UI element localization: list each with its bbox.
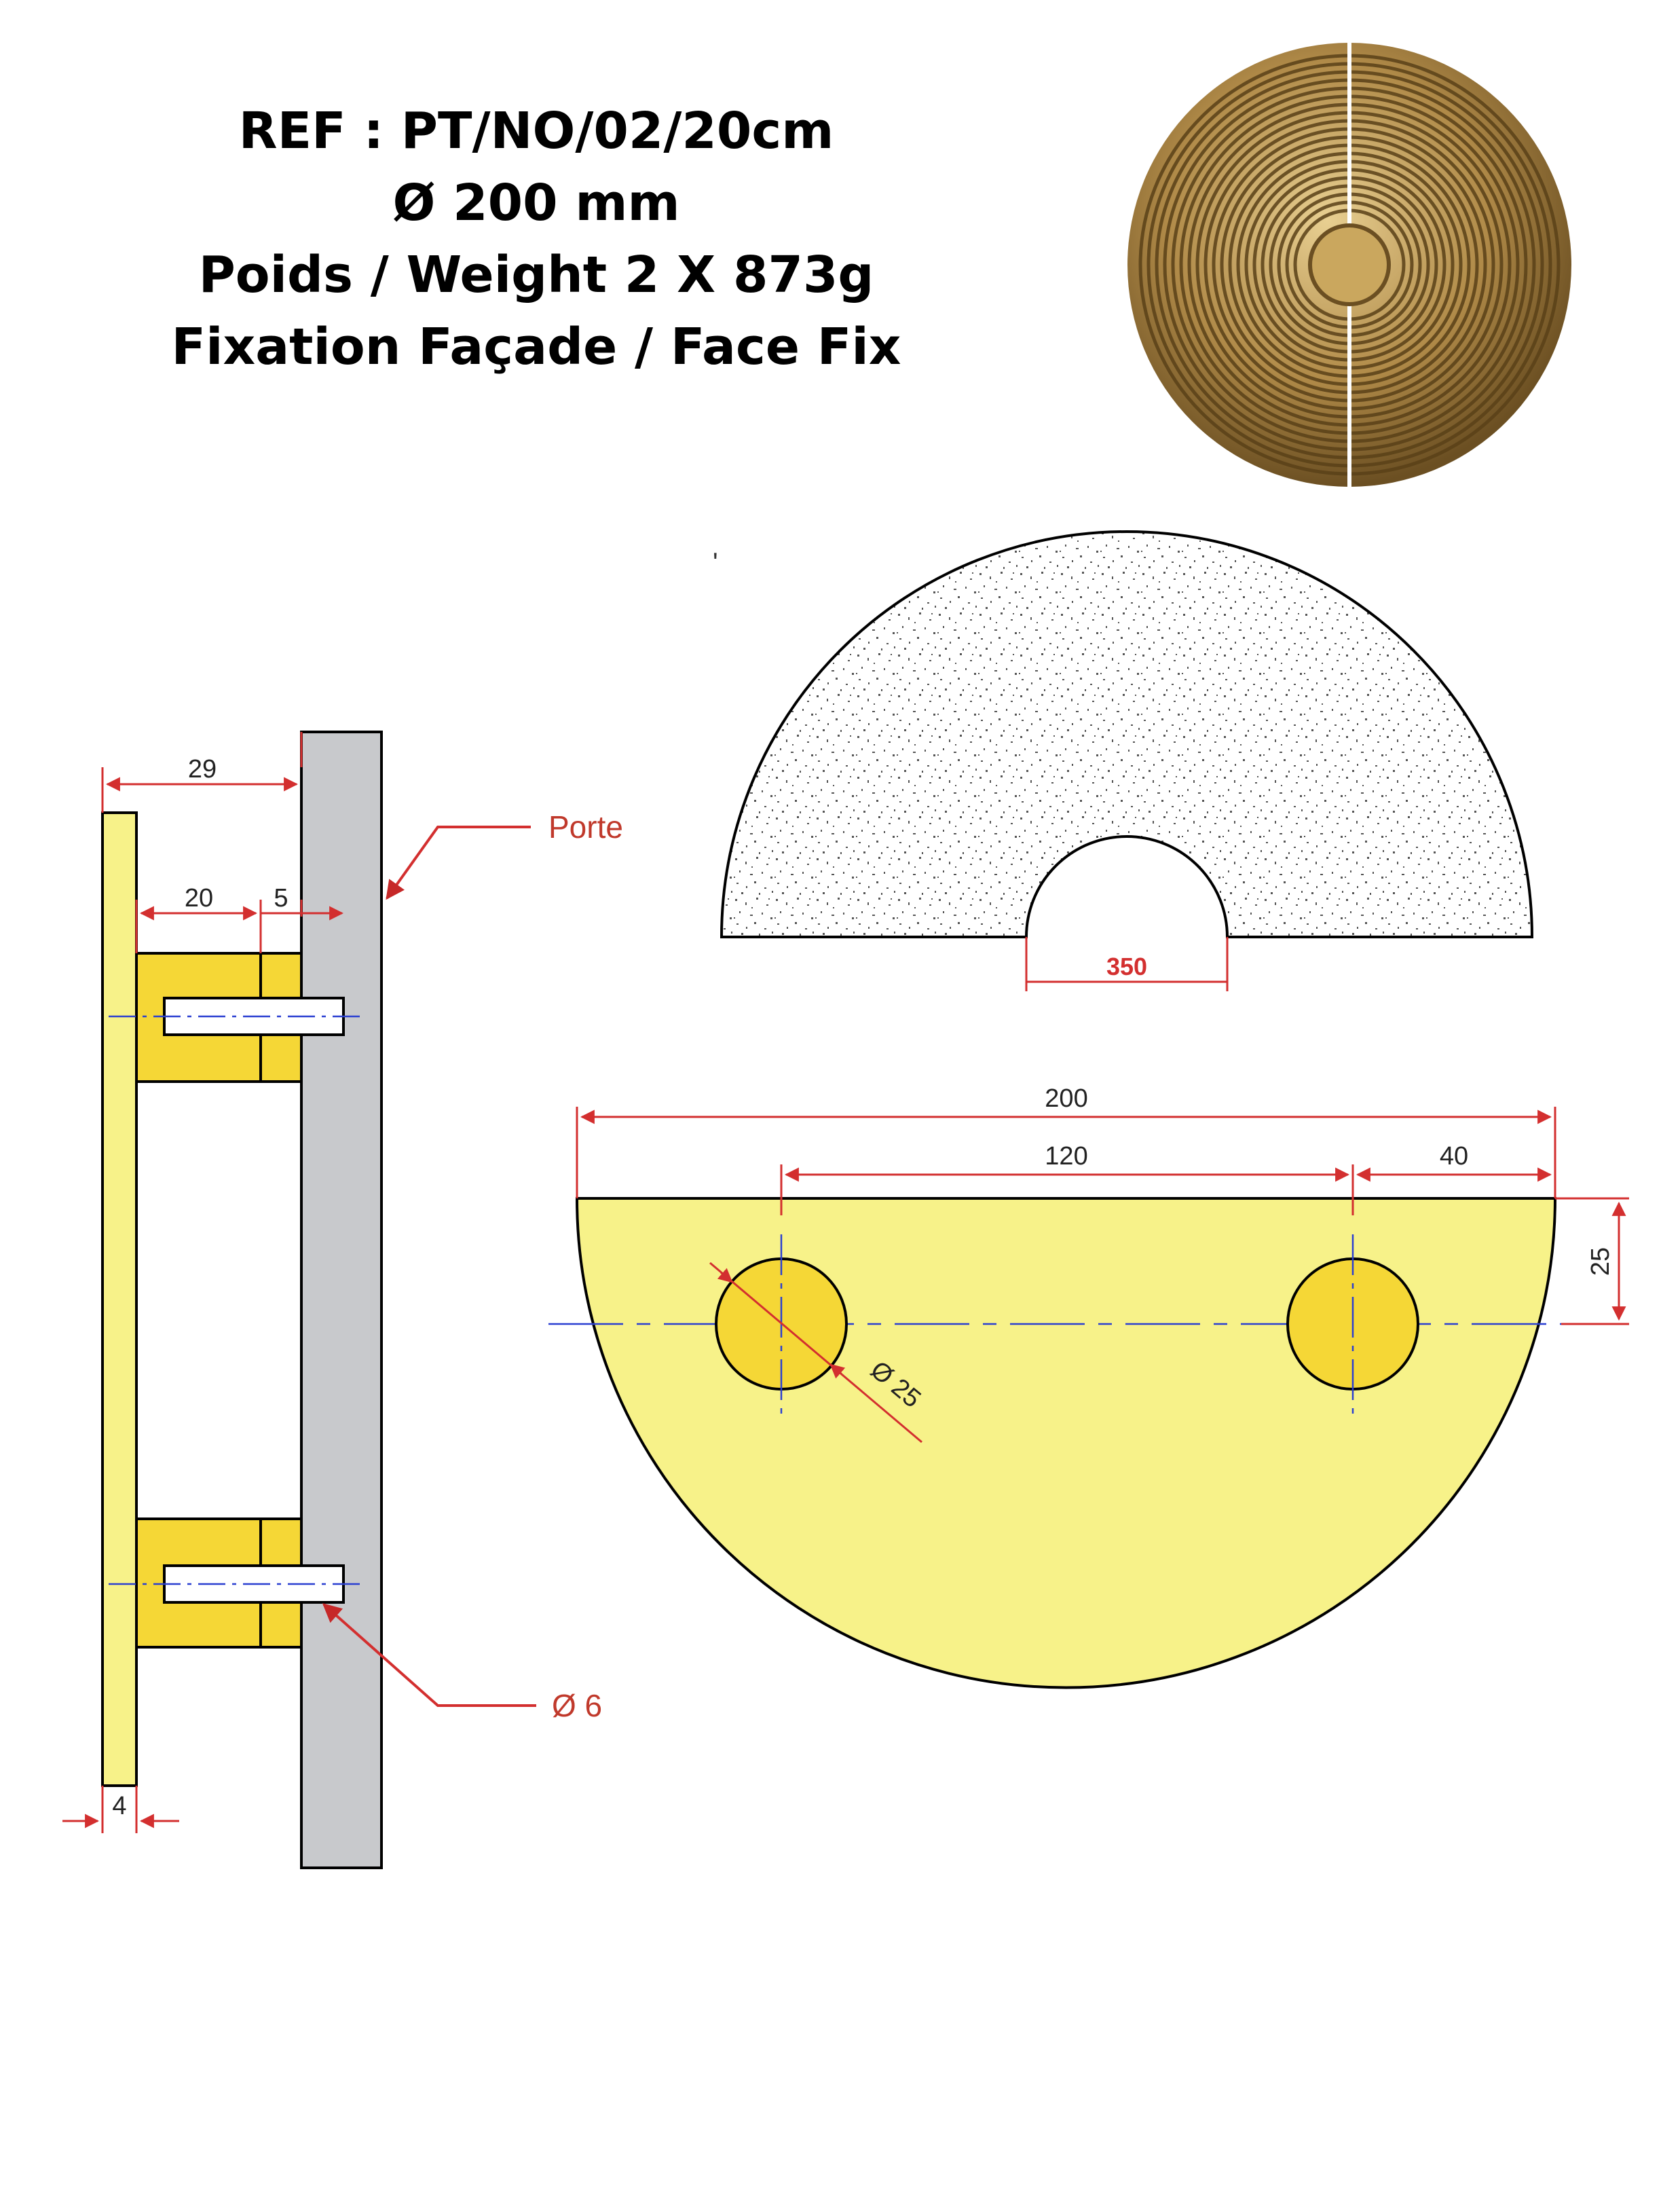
door-label: Porte xyxy=(548,809,623,845)
handle-half-disc xyxy=(575,1197,1557,1689)
pin-label: Ø 6 xyxy=(552,1688,602,1723)
ref-line: REF : PT/NO/02/20cm xyxy=(238,102,834,160)
spec-header: REF : PT/NO/02/20cm Ø 200 mm Poids / Wei… xyxy=(109,95,964,383)
weight-line: Poids / Weight 2 X 873g xyxy=(198,246,874,304)
dim-standoff-label: 20 xyxy=(185,884,213,913)
side-view: 29 20 5 4 Porte Ø 6 xyxy=(62,731,623,1869)
product-photo-icon xyxy=(1127,43,1571,487)
door-leader xyxy=(386,826,531,900)
dim-width-label: 200 xyxy=(1045,1084,1087,1113)
dim-holes-label: 120 xyxy=(1045,1142,1087,1171)
stray-mark: ' xyxy=(713,548,718,578)
door-panel xyxy=(300,731,383,1869)
cutout-dim-label: 350 xyxy=(1106,953,1147,980)
diameter-line: Ø 200 mm xyxy=(392,174,680,232)
dim-gap-label: 5 xyxy=(274,884,288,913)
dim-edge-label: 40 xyxy=(1440,1142,1468,1171)
pin-leader xyxy=(322,1603,536,1707)
dim-total-label: 29 xyxy=(188,755,217,784)
front-view: 200 120 40 25 Ø 25 xyxy=(548,1084,1629,1689)
dotted-half-disc: 350 xyxy=(720,530,1534,991)
dim-height-label: 25 xyxy=(1586,1247,1615,1276)
handle-plate xyxy=(101,811,138,1787)
hole-dia-leader xyxy=(709,1262,922,1443)
dim-thickness-label: 4 xyxy=(112,1792,126,1820)
fixation-line: Fixation Façade / Face Fix xyxy=(171,318,901,376)
